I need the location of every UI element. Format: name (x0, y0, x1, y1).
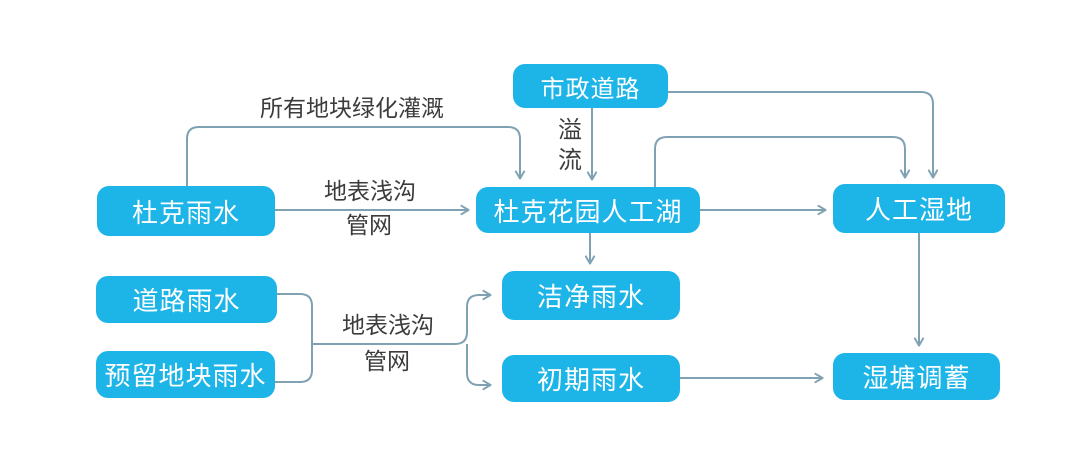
edge-duke-rainwater-irrigation-to-lake (186, 126, 526, 186)
edge-merge-bracket (275, 293, 313, 383)
edge-lake-top-to-wetland (654, 136, 911, 187)
node-road-rainwater: 道路雨水 (96, 276, 277, 323)
node-wet-pond-storage: 湿塘调蓄 (833, 353, 1000, 400)
node-clean-rainwater: 洁净雨水 (502, 271, 680, 320)
node-initial-rainwater: 初期雨水 (502, 355, 680, 402)
edge-label-surface-ditch-lower-line2: 管网 (364, 348, 410, 374)
edge-label-surface-ditch-upper-line1: 地表浅沟 (324, 178, 416, 204)
edge-label-irrigation: 所有地块绿化灌溉 (260, 95, 444, 121)
edge-municipal-road-to-wetland (668, 91, 939, 179)
edge-merge-to-clean-rainwater (312, 289, 492, 345)
node-reserved-plot-rainwater: 预留地块雨水 (96, 351, 275, 398)
node-artificial-wetland: 人工湿地 (833, 184, 1005, 233)
node-duke-garden-lake: 杜克花园人工湖 (476, 187, 700, 233)
node-municipal-road: 市政道路 (513, 64, 668, 108)
edge-label-overflow: 溢流 (558, 117, 582, 174)
node-duke-rainwater: 杜克雨水 (97, 186, 275, 236)
edge-merge-to-initial-rainwater (466, 344, 492, 391)
edge-label-surface-ditch-upper-line2: 管网 (346, 212, 392, 238)
edge-label-surface-ditch-lower-line1: 地表浅沟 (342, 312, 434, 338)
